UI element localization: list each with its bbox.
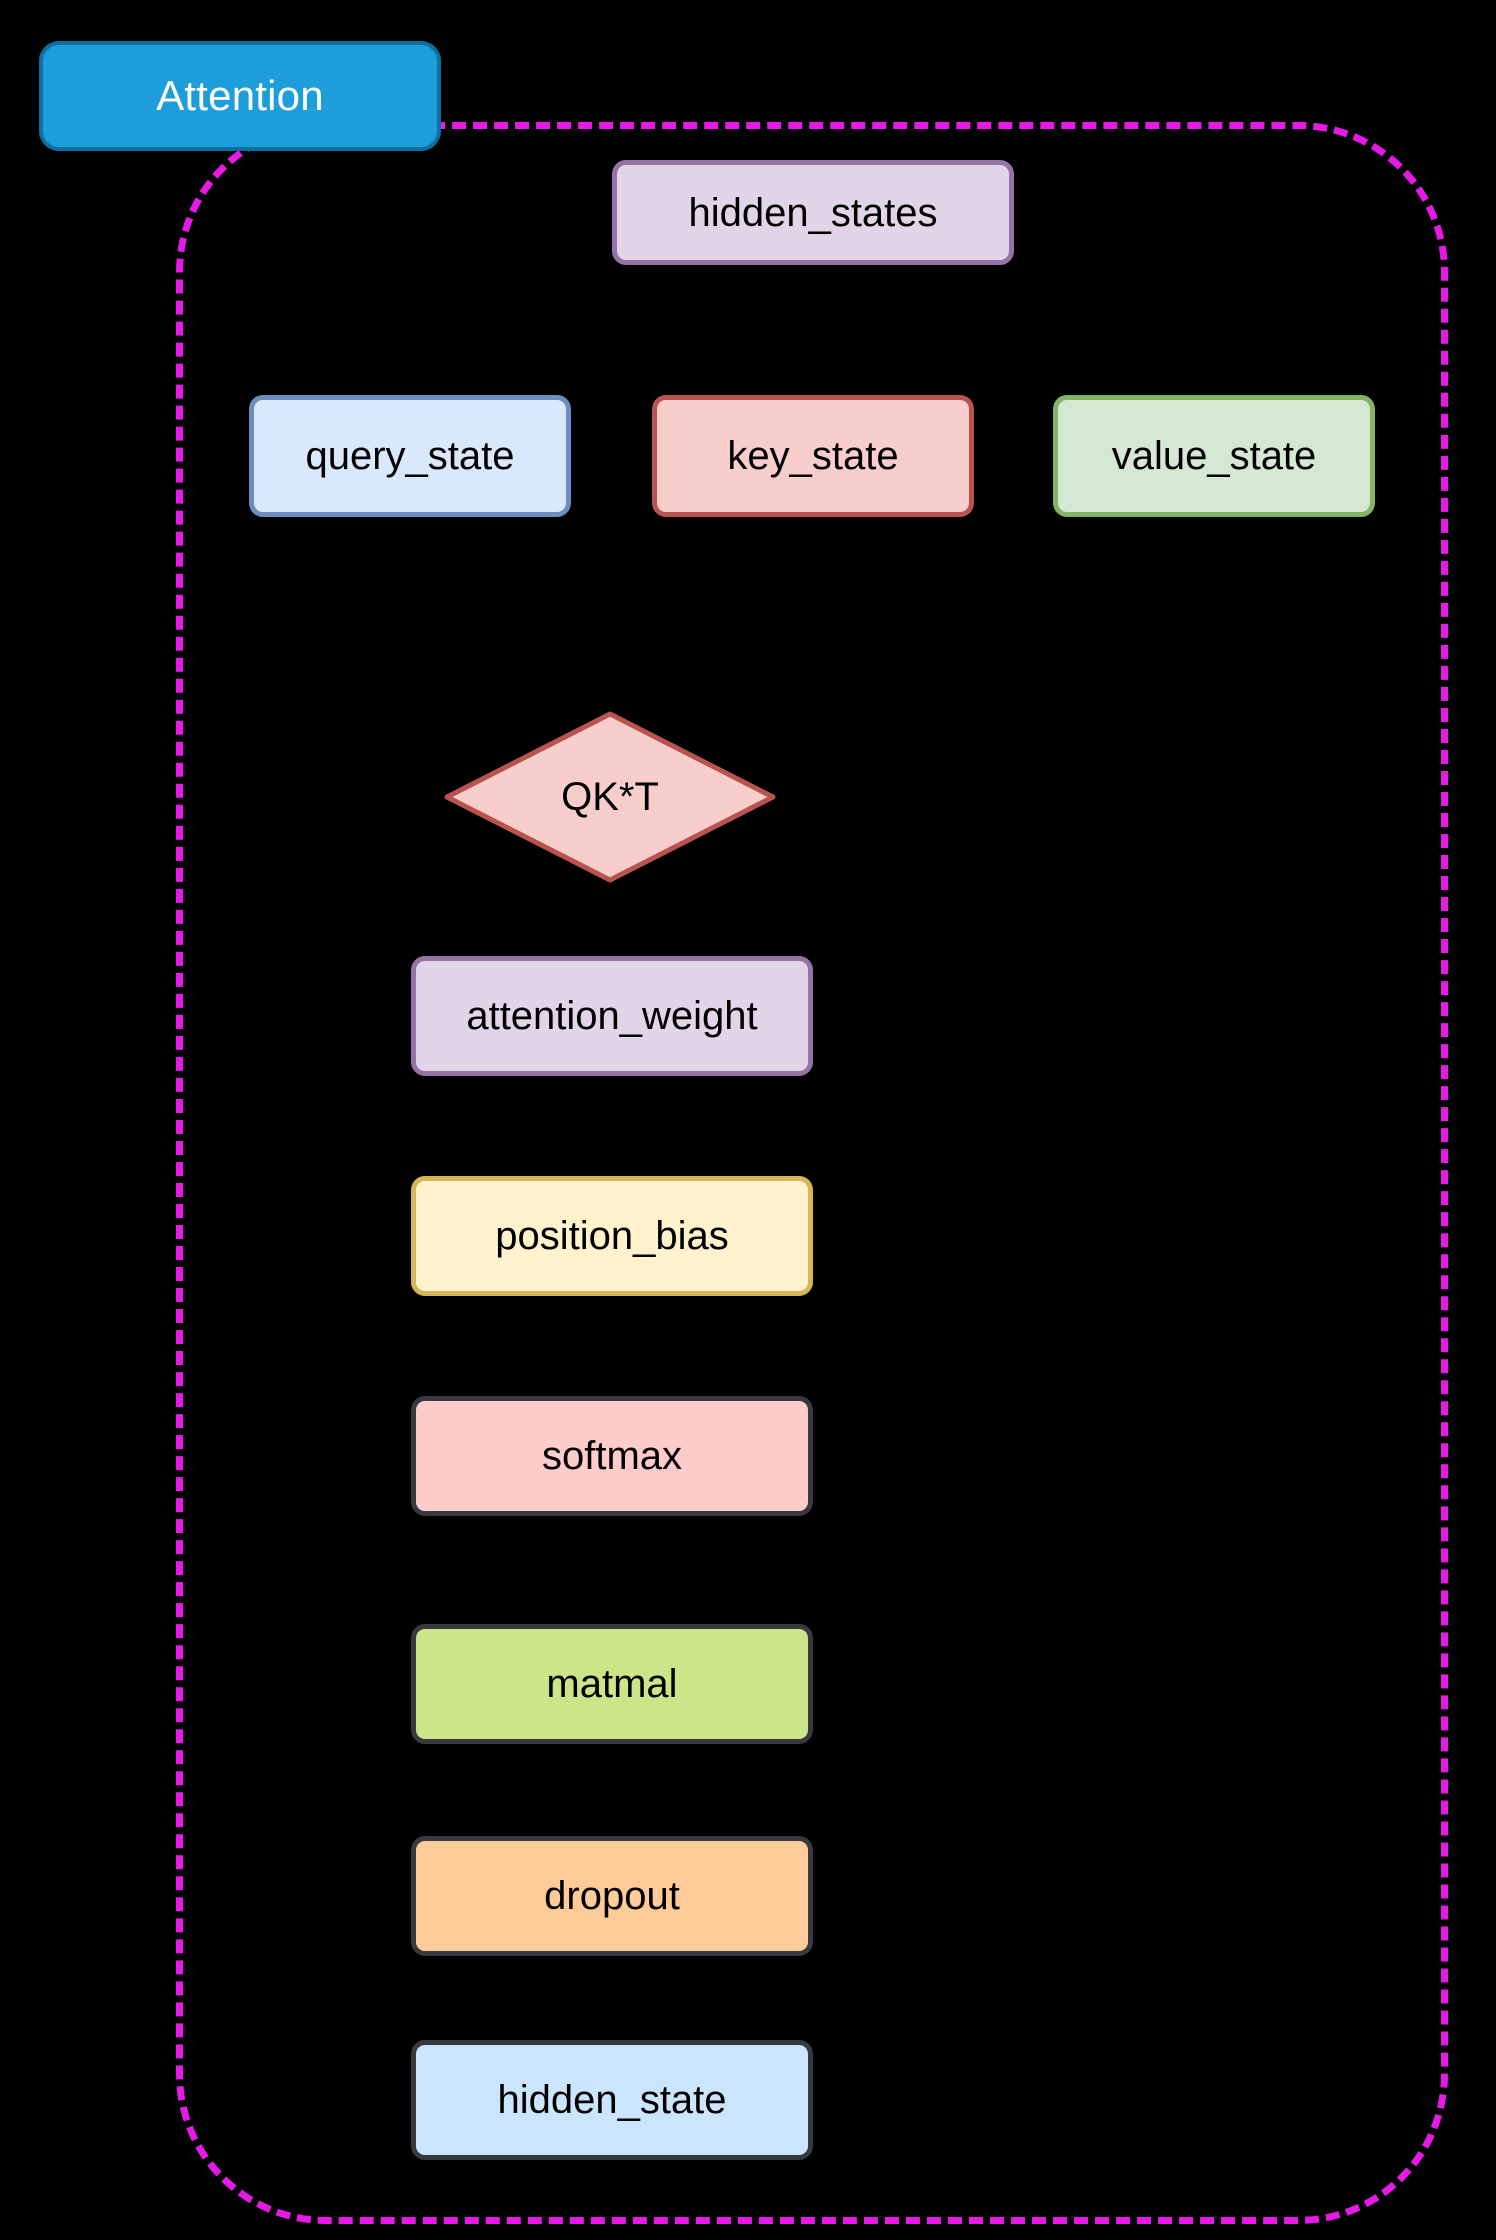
node-value-state[interactable]: value_state bbox=[1053, 395, 1375, 517]
attention-group-container bbox=[176, 122, 1448, 2224]
node-label-query-state: query_state bbox=[305, 434, 515, 478]
node-matmal[interactable]: matmal bbox=[411, 1624, 813, 1744]
node-attention-weight[interactable]: attention_weight bbox=[411, 956, 813, 1076]
node-softmax[interactable]: softmax bbox=[411, 1396, 813, 1516]
group-title-attention[interactable]: Attention bbox=[39, 41, 441, 151]
node-label-hidden-states: hidden_states bbox=[688, 190, 938, 235]
node-label-key-state: key_state bbox=[727, 434, 899, 478]
node-query-state[interactable]: query_state bbox=[249, 395, 571, 517]
node-label-attention-weight: attention_weight bbox=[466, 994, 758, 1038]
node-label-softmax: softmax bbox=[541, 1434, 683, 1478]
node-key-state[interactable]: key_state bbox=[652, 395, 974, 517]
node-hidden-states[interactable]: hidden_states bbox=[612, 160, 1014, 265]
node-label-position-bias: position_bias bbox=[495, 1214, 729, 1258]
node-hidden-state[interactable]: hidden_state bbox=[411, 2040, 813, 2160]
node-qk-t[interactable]: QK*T bbox=[444, 711, 776, 883]
node-label-value-state: value_state bbox=[1111, 434, 1317, 478]
node-dropout[interactable]: dropout bbox=[411, 1836, 813, 1956]
node-label-dropout: dropout bbox=[544, 1874, 680, 1918]
node-label-hidden-state: hidden_state bbox=[497, 2078, 727, 2122]
node-position-bias[interactable]: position_bias bbox=[411, 1176, 813, 1296]
node-label-matmal: matmal bbox=[546, 1662, 678, 1706]
group-title-label: Attention bbox=[156, 72, 324, 119]
